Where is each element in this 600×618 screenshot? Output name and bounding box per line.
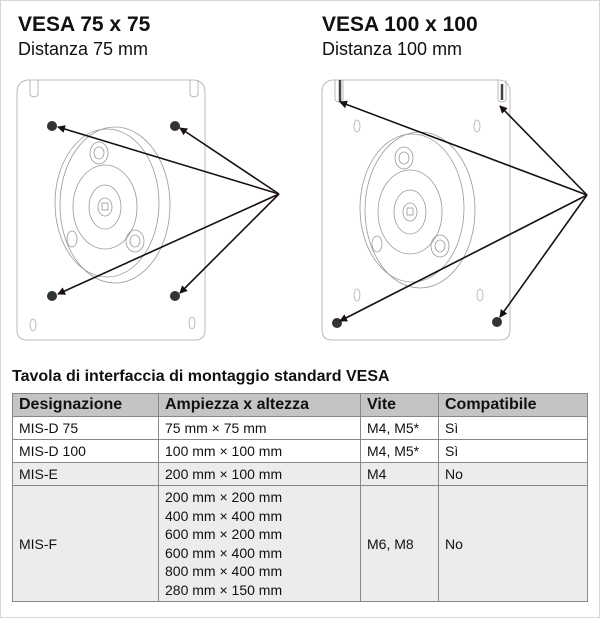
cell-designation: MIS-E bbox=[12, 462, 159, 486]
cell-screw: M4 bbox=[360, 462, 439, 486]
cell-size-list: 200 mm × 200 mm 400 mm × 400 mm 600 mm ×… bbox=[158, 485, 361, 602]
cell-compatible: No bbox=[438, 485, 588, 602]
size-item: 200 mm × 200 mm bbox=[165, 489, 283, 505]
cell-screw: M6, M8 bbox=[360, 485, 439, 602]
table-row: MIS-E 200 mm × 100 mm M4 No bbox=[12, 462, 588, 486]
cell-size: 100 mm × 100 mm bbox=[158, 439, 361, 463]
size-item: 280 mm × 150 mm bbox=[165, 581, 283, 598]
vesa-75-plate-drawing bbox=[16, 79, 280, 341]
size-item: 800 mm × 400 mm bbox=[165, 563, 283, 579]
size-item: 400 mm × 400 mm bbox=[165, 507, 283, 524]
table-row: MIS-D 75 75 mm × 75 mm M4, M5* Sì bbox=[12, 416, 588, 440]
panel-subtitle: Distanza 100 mm bbox=[322, 39, 463, 59]
cell-compatible: Sì bbox=[438, 439, 588, 463]
panel-title: VESA 75 x 75 bbox=[18, 13, 151, 36]
cell-designation: MIS-D 100 bbox=[12, 439, 159, 463]
panel-title: VESA 100 x 100 bbox=[322, 13, 478, 36]
panel-vesa-100-header: VESA 100 x 100 Distanza 100 mm bbox=[322, 12, 478, 60]
cell-designation: MIS-F bbox=[12, 485, 159, 602]
panel-subtitle: Distanza 75 mm bbox=[18, 39, 149, 59]
table-header-row: Designazione Ampiezza x altezza Vite Com… bbox=[12, 393, 588, 417]
vesa-interface-table: Designazione Ampiezza x altezza Vite Com… bbox=[12, 393, 588, 602]
header-screw: Vite bbox=[360, 393, 439, 417]
vesa-diagrams bbox=[16, 79, 588, 341]
cell-designation: MIS-D 75 bbox=[12, 416, 159, 440]
cell-screw: M4, M5* bbox=[360, 416, 439, 440]
table-title: Tavola di interfaccia di montaggio stand… bbox=[12, 368, 390, 385]
header-designation: Designazione bbox=[12, 393, 159, 417]
cell-screw: M4, M5* bbox=[360, 439, 439, 463]
panel-vesa-75-header: VESA 75 x 75 Distanza 75 mm bbox=[18, 12, 150, 60]
size-item: 600 mm × 400 mm bbox=[165, 544, 283, 561]
cell-compatible: Sì bbox=[438, 416, 588, 440]
table-row: MIS-D 100 100 mm × 100 mm M4, M5* Sì bbox=[12, 439, 588, 463]
cell-size: 200 mm × 100 mm bbox=[158, 462, 361, 486]
cell-size: 75 mm × 75 mm bbox=[158, 416, 361, 440]
vesa-100-plate-drawing bbox=[321, 79, 588, 341]
size-item: 600 mm × 200 mm bbox=[165, 526, 283, 542]
cell-compatible: No bbox=[438, 462, 588, 486]
header-size: Ampiezza x altezza bbox=[158, 393, 361, 417]
table-row: MIS-F 200 mm × 200 mm 400 mm × 400 mm 60… bbox=[12, 485, 588, 602]
header-compatible: Compatibile bbox=[438, 393, 588, 417]
